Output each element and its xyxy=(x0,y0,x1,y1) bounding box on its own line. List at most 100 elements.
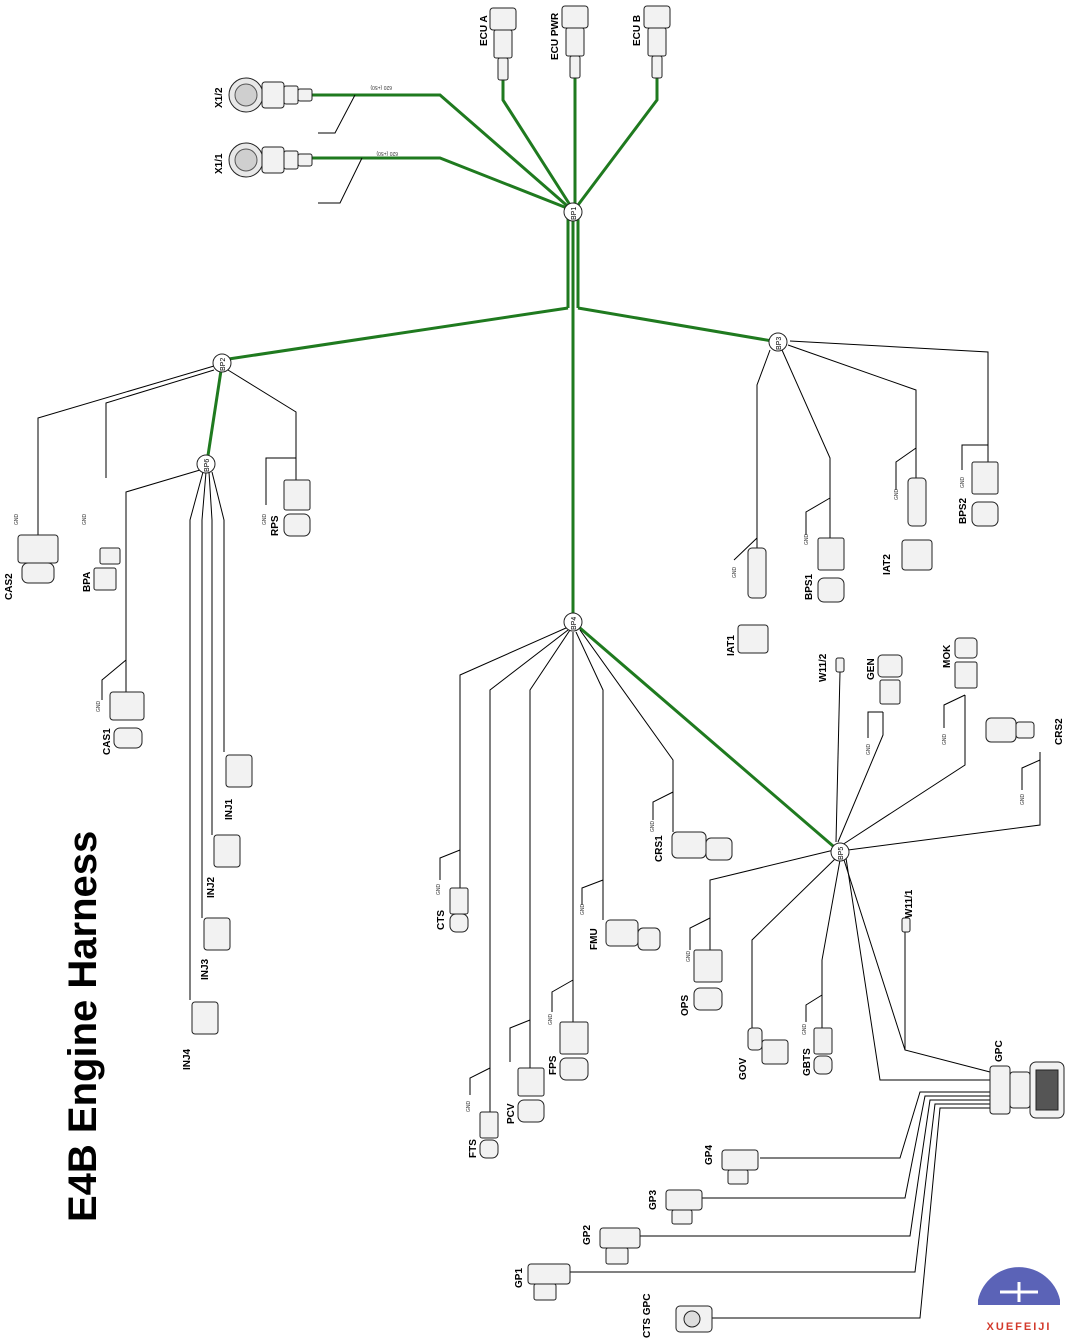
svg-text:INJ1: INJ1 xyxy=(224,798,235,820)
svg-text:IAT1: IAT1 xyxy=(726,635,737,656)
svg-text:PCV: PCV xyxy=(506,1103,517,1124)
svg-text:CAS2: CAS2 xyxy=(4,573,15,600)
svg-text:GP1: GP1 xyxy=(514,1268,525,1288)
svg-text:IAT2: IAT2 xyxy=(882,554,893,575)
svg-text:GND: GND xyxy=(686,951,692,963)
svg-text:GP2: GP2 xyxy=(582,1225,593,1245)
svg-text:INJ3: INJ3 xyxy=(200,958,211,980)
gpc-connector: GPC xyxy=(989,1040,1065,1119)
inj2-sensor: INJ2 xyxy=(206,834,241,898)
gp2-connector: GP2 xyxy=(582,1225,641,1265)
svg-text:BPS1: BPS1 xyxy=(804,573,815,600)
pcv-sensor: PCV xyxy=(506,1067,545,1124)
svg-text:CRS2: CRS2 xyxy=(1054,718,1065,745)
fts-sensor: GND FTS xyxy=(466,1101,499,1159)
svg-text:ECU A: ECU A xyxy=(479,15,490,46)
svg-text:GND: GND xyxy=(650,821,656,833)
svg-text:GND: GND xyxy=(82,514,88,526)
fps-sensor: GND FPS xyxy=(548,1014,589,1081)
ecu-a-connector: ECU A xyxy=(479,7,517,81)
w11-1-connector: W11/1 xyxy=(901,889,915,933)
x1-2-connector: X1/2 620 (+50) xyxy=(214,77,392,113)
svg-text:GND: GND xyxy=(804,534,810,546)
gov-sensor: GOV xyxy=(738,1027,789,1080)
svg-text:OPS: OPS xyxy=(680,995,691,1016)
trunk-wires xyxy=(205,78,841,854)
gbts-sensor: GND GBTS xyxy=(802,1024,833,1076)
svg-text:FMU: FMU xyxy=(589,928,600,950)
bp3: BP3 xyxy=(768,332,788,352)
svg-text:W11/1: W11/1 xyxy=(904,889,915,918)
svg-text:CTS GPC: CTS GPC xyxy=(642,1294,653,1338)
svg-text:GPC: GPC xyxy=(994,1040,1005,1062)
branch-wires xyxy=(37,94,1041,1319)
crs2-sensor: GND CRS2 xyxy=(985,717,1065,806)
rps-sensor: GND RPS xyxy=(262,479,311,537)
mok-sensor: GND MOK xyxy=(942,637,978,745)
branch-points: BP1 BP2 BP3 BP4 BP5 BP6 xyxy=(196,202,850,862)
bps1-sensor: GND BPS1 xyxy=(804,534,845,603)
svg-text:GND: GND xyxy=(866,744,872,756)
bp1: BP1 xyxy=(563,202,583,222)
svg-text:GND: GND xyxy=(1020,794,1026,806)
svg-text:BP3: BP3 xyxy=(776,337,783,350)
logo-text: XUEFEIJI xyxy=(987,1321,1052,1333)
svg-text:GND: GND xyxy=(960,477,966,489)
fmu-sensor: GND FMU xyxy=(580,904,661,951)
svg-text:BPS2: BPS2 xyxy=(958,497,969,524)
svg-text:X1/1: X1/1 xyxy=(214,153,225,174)
svg-text:GND: GND xyxy=(466,1101,472,1113)
svg-text:GND: GND xyxy=(436,884,442,896)
svg-text:GND: GND xyxy=(580,904,586,916)
bp6: BP6 xyxy=(196,454,216,474)
gp4-connector: GP4 xyxy=(704,1145,759,1185)
bp5: BP5 xyxy=(830,842,850,862)
svg-text:GND: GND xyxy=(548,1014,554,1026)
gp1-connector: GP1 xyxy=(514,1263,571,1301)
svg-text:GP3: GP3 xyxy=(648,1190,659,1210)
ecu-pwr-connector: ECU PWR xyxy=(550,5,589,79)
svg-text:RPS: RPS xyxy=(270,515,281,536)
svg-text:GP4: GP4 xyxy=(704,1145,715,1165)
x1-1-connector: X1/1 620 (+50) xyxy=(214,142,398,178)
svg-text:CAS1: CAS1 xyxy=(102,728,113,755)
svg-text:CRS1: CRS1 xyxy=(654,835,665,862)
cts-sensor: GND CTS xyxy=(436,884,469,933)
gen-sensor: GND GEN xyxy=(866,654,903,756)
svg-text:INJ4: INJ4 xyxy=(182,1048,193,1070)
svg-text:INJ2: INJ2 xyxy=(206,876,217,898)
gp3-connector: GP3 xyxy=(648,1189,703,1225)
svg-text:ECU PWR: ECU PWR xyxy=(550,12,561,60)
svg-text:GND: GND xyxy=(894,489,900,501)
ecu-b-connector: ECU B xyxy=(632,5,671,79)
cas1-sensor: GND CAS1 xyxy=(96,691,145,755)
svg-text:GBTS: GBTS xyxy=(802,1048,813,1076)
svg-text:GND: GND xyxy=(14,514,20,526)
iat2-sensor: GND IAT2 xyxy=(882,477,933,575)
svg-text:GND: GND xyxy=(262,514,268,526)
svg-text:BP2: BP2 xyxy=(220,358,227,371)
svg-text:X1/2: X1/2 xyxy=(214,87,225,108)
svg-text:FTS: FTS xyxy=(468,1139,479,1158)
bps2-sensor: GND BPS2 xyxy=(958,461,999,527)
svg-text:GOV: GOV xyxy=(738,1057,749,1080)
w11-2-connector: W11/2 xyxy=(818,653,845,682)
bp4: BP4 xyxy=(563,612,583,632)
svg-text:BP1: BP1 xyxy=(571,207,578,220)
bp2: BP2 xyxy=(212,353,232,373)
svg-text:ECU B: ECU B xyxy=(632,15,643,46)
cts-gpc-connector: CTS GPC xyxy=(642,1294,713,1338)
svg-text:620 (+50): 620 (+50) xyxy=(376,150,398,156)
ops-sensor: GND OPS xyxy=(680,949,723,1016)
svg-text:BP5: BP5 xyxy=(838,847,845,860)
svg-text:BPA: BPA xyxy=(82,572,93,592)
svg-text:W11/2: W11/2 xyxy=(818,653,829,682)
svg-text:BP6: BP6 xyxy=(204,459,211,472)
svg-text:GND: GND xyxy=(732,567,738,579)
iat1-sensor: GND IAT1 xyxy=(726,547,769,656)
svg-text:BP4: BP4 xyxy=(571,617,578,630)
page-title: E4B Engine Harness xyxy=(61,831,105,1222)
cas2-sensor: GND CAS2 xyxy=(4,514,59,600)
